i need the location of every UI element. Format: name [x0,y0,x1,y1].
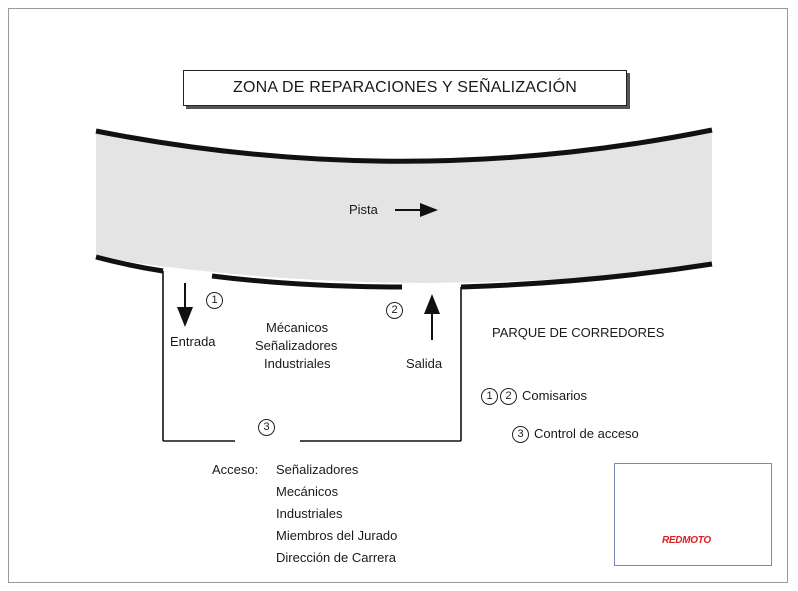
track-inner-edge-middle [211,273,403,290]
entry-arrow [177,283,193,327]
legend-marker-1: 1 [481,388,498,405]
logo-text: REDMOTO [662,535,711,546]
track-direction-arrow [395,203,438,217]
occupant-mechanics: Mécanicos [266,320,329,335]
occupant-industrials: Industriales [264,356,331,371]
access-item: Miembros del Jurado [276,528,398,543]
legend-marker-3: 3 [512,426,529,443]
paddock-label: PARQUE DE CORREDORES [492,325,665,340]
marker-1-entry: 1 [206,292,223,309]
diagram-title: ZONA DE REPARACIONES Y SEÑALIZACIÓN [183,70,627,106]
track-inner-edge-right [460,261,713,290]
legend-marshals: Comisarios [522,388,588,403]
access-item: Señalizadores [276,462,359,477]
track-inner-edge-left [95,254,164,274]
exit-label: Salida [406,356,443,371]
diagram-frame [8,8,788,583]
track-outer-edge [95,127,713,164]
occupant-signallers: Señalizadores [255,338,338,353]
legend-marker-2: 2 [500,388,517,405]
marker-2-exit: 2 [386,302,403,319]
marker-3-access: 3 [258,419,275,436]
access-heading: Acceso: [212,462,259,477]
access-item: Industriales [276,506,343,521]
access-item: Mecánicos [276,484,339,499]
track-surface [96,130,712,283]
access-item: Dirección de Carrera [276,550,396,565]
exit-arrow [424,294,440,340]
track-label: Pista [349,202,378,217]
legend-access-control: Control de acceso [534,426,639,441]
entry-label: Entrada [170,334,216,349]
redmoto-logo: REDMOTO [614,463,772,566]
